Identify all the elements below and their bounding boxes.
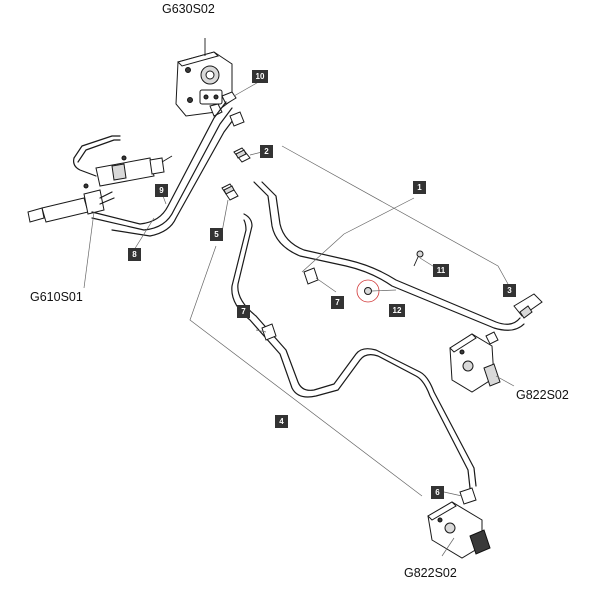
callout-7-upper-text: 7 bbox=[335, 298, 340, 307]
callout-7-lower: 7 bbox=[237, 305, 250, 318]
callout-9-text: 9 bbox=[159, 186, 164, 195]
callout-5: 5 bbox=[210, 228, 223, 241]
bottom-valve-block bbox=[427, 487, 491, 559]
label-bottom-component: G822S02 bbox=[404, 566, 457, 580]
clamp-7-upper bbox=[303, 267, 319, 285]
callout-11: 11 bbox=[433, 264, 449, 277]
pipes-8-9 bbox=[91, 101, 245, 237]
callout-3-text: 3 bbox=[507, 286, 512, 295]
bolt-11 bbox=[413, 250, 424, 267]
fitting-5 bbox=[221, 183, 239, 201]
callout-12: 12 bbox=[389, 304, 405, 317]
clamp-7-lower bbox=[261, 323, 277, 341]
pipe-4 bbox=[231, 213, 477, 489]
callout-6-text: 6 bbox=[435, 488, 440, 497]
callout-12-text: 12 bbox=[393, 306, 402, 315]
callout-6: 6 bbox=[431, 486, 444, 499]
top-valve-block bbox=[175, 38, 237, 117]
pipe-1 bbox=[253, 181, 525, 331]
label-right-component: G822S02 bbox=[516, 388, 569, 402]
callout-4: 4 bbox=[275, 415, 288, 428]
callout-8: 8 bbox=[128, 248, 141, 261]
callout-10-text: 10 bbox=[256, 72, 265, 81]
callout-3: 3 bbox=[503, 284, 516, 297]
callout-1-text: 1 bbox=[417, 183, 422, 192]
fitting-2 bbox=[233, 147, 251, 163]
callout-10: 10 bbox=[252, 70, 268, 83]
callout-11-text: 11 bbox=[437, 266, 446, 275]
left-cylinder-assembly bbox=[27, 135, 173, 223]
callout-5-text: 5 bbox=[214, 230, 219, 239]
callout-7-upper: 7 bbox=[331, 296, 344, 309]
callout-2: 2 bbox=[260, 145, 273, 158]
callout-4-text: 4 bbox=[279, 417, 284, 426]
label-left-component: G610S01 bbox=[30, 290, 83, 304]
callout-1: 1 bbox=[413, 181, 426, 194]
callout-2-text: 2 bbox=[264, 147, 269, 156]
right-valve-block bbox=[449, 331, 501, 393]
callout-8-text: 8 bbox=[132, 250, 137, 259]
callout-7-lower-text: 7 bbox=[241, 307, 246, 316]
fitting-3 bbox=[513, 293, 543, 319]
callout-9: 9 bbox=[155, 184, 168, 197]
leader-lines bbox=[83, 79, 515, 557]
label-top-component: G630S02 bbox=[162, 2, 215, 16]
